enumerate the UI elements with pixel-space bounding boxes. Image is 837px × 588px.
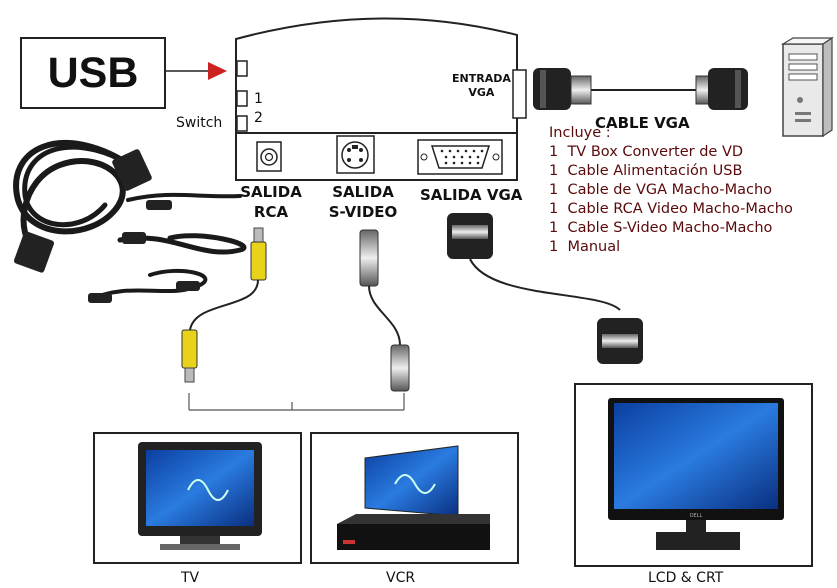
- rca-cable: [181, 227, 267, 383]
- entrada-vga-label: ENTRADA VGA: [452, 72, 511, 100]
- usb-label-box: USB: [20, 37, 166, 109]
- tv-label: TV: [181, 570, 200, 586]
- includes-item: 1 Cable Alimentación USB: [549, 163, 743, 179]
- vcr-label: VCR: [386, 570, 416, 586]
- switch-position-2: 2: [254, 110, 263, 126]
- output-bracket: [188, 393, 405, 411]
- salida-vga-label: SALIDA VGA: [420, 186, 523, 204]
- cable-vga-label: CABLE VGA: [595, 114, 690, 132]
- tv-icon: [138, 442, 262, 550]
- switch-position-1: 1: [254, 91, 263, 107]
- salida-rca-line1: SALIDA: [240, 183, 302, 201]
- monitor-icon: [608, 398, 784, 550]
- usb-arrow: [166, 62, 227, 80]
- vcr-icon: [337, 445, 490, 550]
- lcd-crt-label: LCD & CRT: [648, 570, 724, 586]
- salida-svideo-line1: SALIDA: [332, 183, 394, 201]
- includes-item: 1 TV Box Converter de VD: [549, 144, 744, 160]
- includes-title: Incluye :: [549, 125, 611, 141]
- usb-label: USB: [47, 49, 139, 97]
- includes-item: 1 Cable de VGA Macho-Macho: [549, 182, 773, 198]
- salida-rca-line2: RCA: [253, 203, 289, 221]
- vga-cable-icon: [533, 68, 748, 110]
- includes-item: 1 Manual: [549, 239, 621, 255]
- entrada-label: ENTRADA: [452, 72, 511, 85]
- switch-label: Switch: [176, 115, 223, 131]
- svideo-cable: [359, 229, 410, 392]
- converter-box: [235, 17, 527, 181]
- salida-rca-label: SALIDA RCA: [239, 182, 303, 222]
- vga-output-cable: [447, 213, 643, 364]
- includes-item: 1 Cable S-Video Macho-Macho: [549, 220, 773, 236]
- computer-tower-icon: [780, 36, 834, 138]
- salida-svideo-line2: S-VIDEO: [328, 203, 398, 221]
- vga-label: VGA: [468, 86, 495, 99]
- includes-item: 1 Cable RCA Video Macho-Macho: [549, 201, 793, 217]
- salida-svideo-label: SALIDA S-VIDEO: [325, 182, 401, 222]
- included-cables-icon: [13, 139, 247, 302]
- monitor-brand: DELL: [690, 513, 703, 519]
